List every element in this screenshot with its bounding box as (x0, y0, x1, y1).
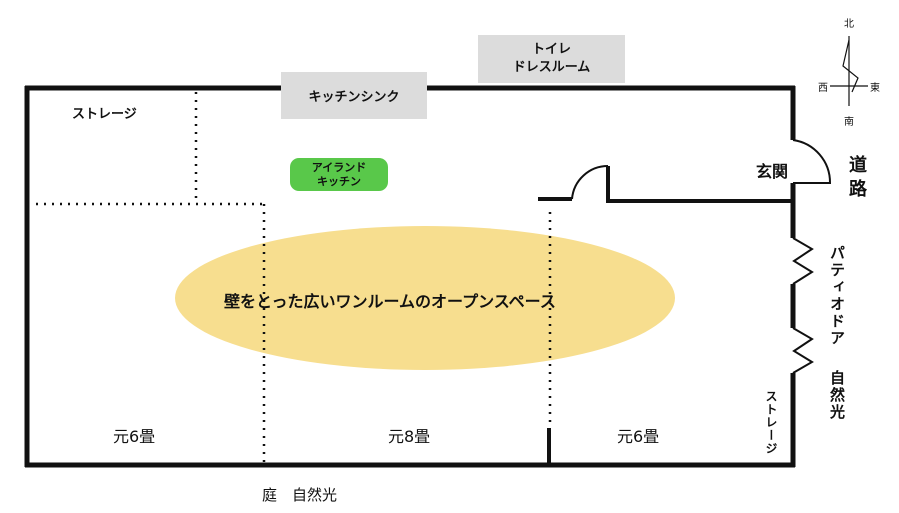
dressroom-label: ドレスルーム (512, 60, 591, 75)
island-label: アイランド (311, 160, 367, 174)
road-label: 道路 (846, 155, 867, 203)
interior-walls (538, 166, 793, 466)
compass-east: 東 (870, 83, 880, 94)
patio-door-upper (792, 237, 814, 285)
patio-door-label: パティオドア (828, 245, 846, 347)
compass-west: 西 (818, 83, 828, 94)
patio-door-lower (792, 327, 814, 374)
interior-door (571, 164, 609, 200)
toilet-label: トイレ (531, 42, 571, 57)
former-walls (36, 92, 552, 463)
natural-light-right-label: 自然光 (828, 370, 846, 421)
open-space-label: 壁をとった広いワンルームのオープンスペース (224, 292, 556, 311)
garden-label: 庭 自然光 (262, 486, 338, 504)
kitchen-sink-label: キッチンシンク (308, 90, 400, 105)
compass-south: 南 (844, 117, 854, 128)
kitchen-label: キッチン (317, 174, 361, 188)
entrance-door (792, 139, 832, 184)
room-right-label: 元6畳 (617, 427, 660, 446)
room-center-label: 元8畳 (388, 427, 431, 446)
kitchen-sink-box: キッチンシンク (281, 72, 427, 119)
storage-top-left-label: ストレージ (72, 107, 137, 122)
island-kitchen-box: アイランド キッチン (290, 158, 388, 191)
room-left-label: 元6畳 (113, 427, 156, 446)
compass-rose (830, 36, 868, 106)
compass-north: 北 (844, 19, 854, 30)
toilet-dressroom-box: トイレ ドレスルーム (478, 35, 625, 83)
storage-right-label: ストレージ (764, 390, 778, 455)
entrance-label: 玄関 (756, 162, 789, 181)
